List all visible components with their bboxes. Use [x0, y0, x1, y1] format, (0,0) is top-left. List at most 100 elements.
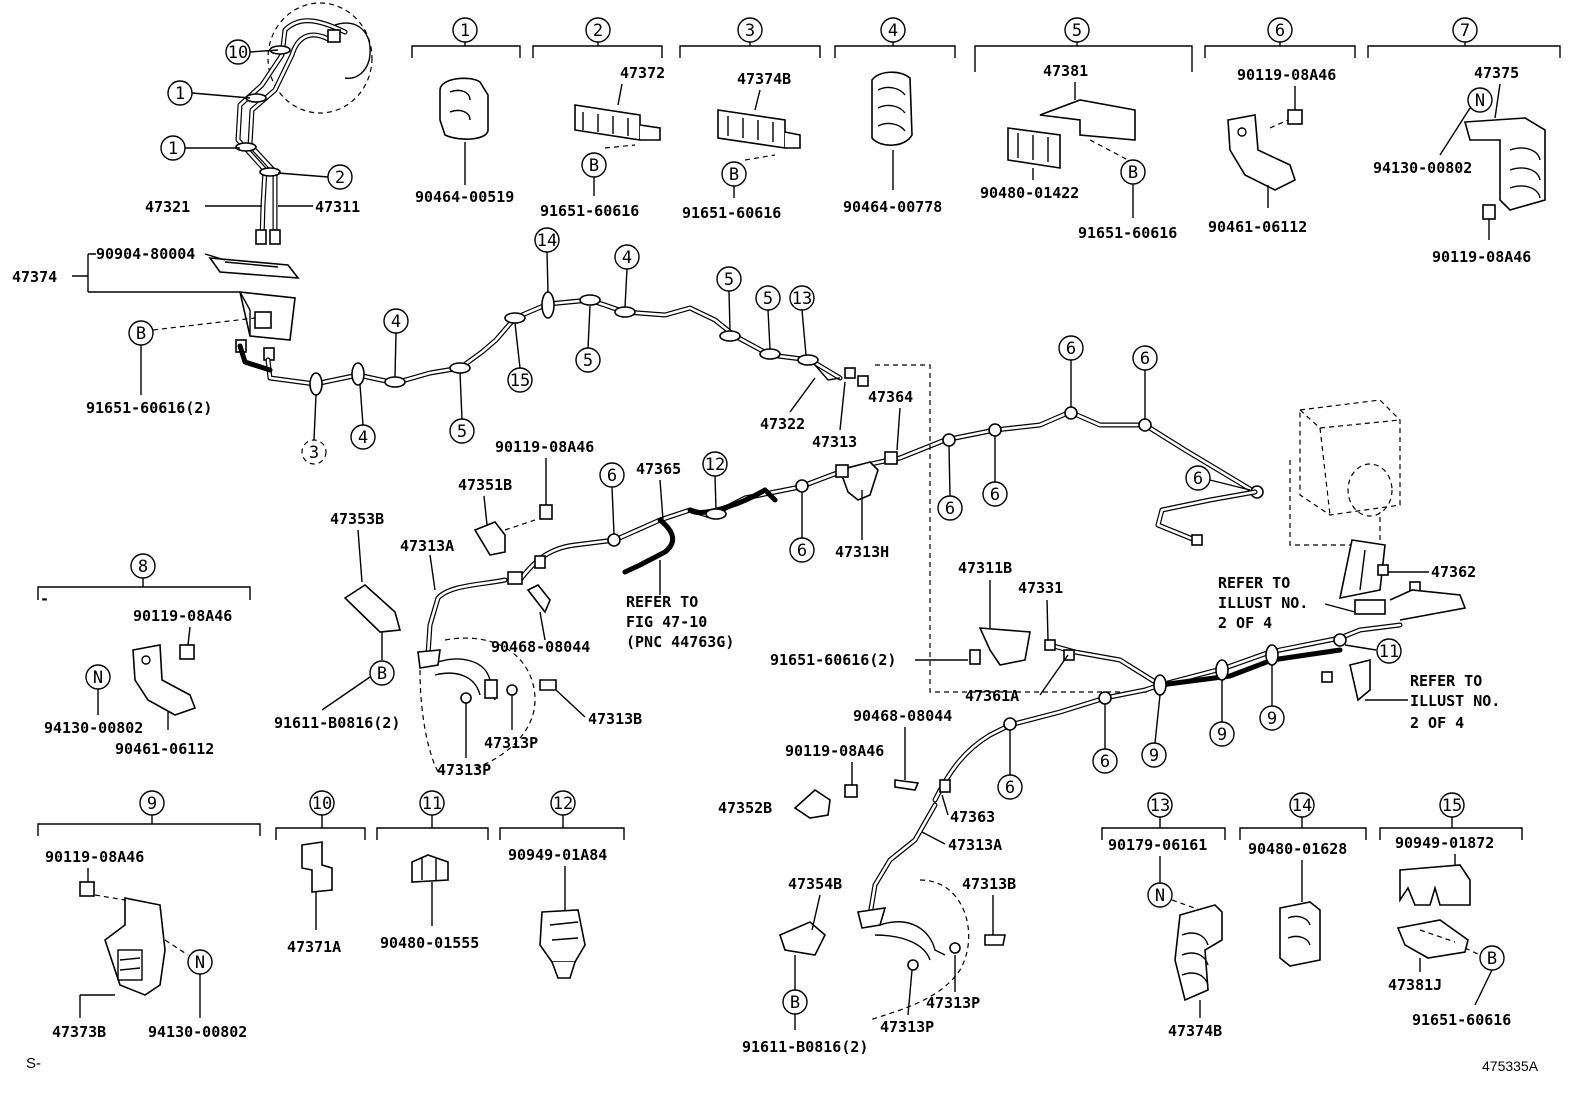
legend-group-2: 2 47372 B 91651-60616: [532, 17, 665, 220]
label-47311B: 47311B: [958, 559, 1012, 577]
callout-4-main-a: 4: [350, 384, 376, 450]
label-47352B: 47352B: [718, 799, 772, 817]
svg-text:4: 4: [358, 428, 368, 448]
svg-text:B: B: [136, 324, 146, 344]
label-90468-08044-right: 90468-08044: [853, 707, 952, 725]
svg-text:14: 14: [1292, 796, 1312, 816]
callout-4-main-c: 4: [614, 244, 640, 308]
label-47374: 47374: [12, 268, 57, 286]
label-47313B: 47313B: [588, 710, 642, 728]
label-47313A: 47313A: [400, 537, 454, 555]
svg-text:B: B: [589, 156, 599, 176]
svg-text:2: 2: [593, 21, 603, 41]
callout-9-right-b: 9: [1209, 680, 1235, 747]
svg-text:6: 6: [1066, 339, 1076, 359]
figure-id: 475335A: [1482, 1058, 1539, 1074]
svg-text:5: 5: [1072, 21, 1082, 41]
svg-text:6: 6: [1140, 349, 1150, 369]
legend-group-13: 13 90179-06161 N 47374B: [1101, 792, 1226, 1040]
svg-text:3: 3: [309, 443, 319, 463]
callout-15-main: 15: [507, 322, 533, 393]
svg-text:6: 6: [990, 485, 1000, 505]
svg-text:3: 3: [745, 21, 755, 41]
svg-text:10: 10: [228, 43, 248, 63]
svg-text:6: 6: [1193, 469, 1203, 489]
callout-5-main-a: 5: [449, 372, 475, 444]
svg-text:4: 4: [888, 21, 898, 41]
svg-text:90464-00778: 90464-00778: [843, 198, 942, 216]
bracket-47374: [208, 257, 300, 361]
callout-b-right: B: [782, 955, 808, 1030]
svg-text:6: 6: [945, 499, 955, 519]
callout-3-main: 3: [301, 394, 327, 465]
svg-text:N: N: [1155, 886, 1165, 906]
legend-group-10: 10 47371A: [275, 790, 366, 956]
svg-text:5: 5: [724, 270, 734, 290]
legend-group-14: 14 90480-01628: [1239, 792, 1367, 967]
svg-text:5: 5: [457, 422, 467, 442]
svg-text:90480-01555: 90480-01555: [380, 934, 479, 952]
label-47313P-b: 47313P: [437, 761, 491, 779]
label-47361A: 47361A: [965, 687, 1019, 705]
label-47313: 47313: [812, 433, 857, 451]
right-brake-line: [932, 622, 1403, 803]
svg-text:90464-00519: 90464-00519: [415, 188, 514, 206]
svg-text:90179-06161: 90179-06161: [1108, 836, 1207, 854]
callout-5-main-b: 5: [575, 305, 601, 373]
label-91611-B0816-2: 91611-B0816(2): [274, 714, 400, 732]
legend-group-11: 11 90480-01555: [376, 790, 489, 952]
label-47313P-c: 47313P: [926, 994, 980, 1012]
refer-illust-b: REFER TO ILLUST NO. 2 OF 4: [1365, 672, 1500, 732]
label-47311: 47311: [315, 198, 360, 216]
callout-9-right-c: 9: [1259, 665, 1285, 731]
label-47313P-a: 47313P: [484, 734, 538, 752]
svg-text:ILLUST NO.: ILLUST NO.: [1410, 692, 1500, 710]
svg-text:91651-60616: 91651-60616: [1412, 1011, 1511, 1029]
label-91651-60616-2-right: 91651-60616(2): [770, 651, 896, 669]
legend-group-15: 15 90949-01872 B 47381J 91651-60616: [1379, 792, 1523, 1029]
refer-fig-note: REFER TO FIG 47-10 (PNC 44763G): [626, 560, 734, 651]
label-47351B: 47351B: [458, 476, 512, 494]
svg-text:6: 6: [1005, 778, 1015, 798]
svg-text:94130-00802: 94130-00802: [148, 1023, 247, 1041]
svg-text:47372: 47372: [620, 64, 665, 82]
svg-text:5: 5: [763, 289, 773, 309]
svg-text:11: 11: [422, 794, 442, 814]
callout-6-right-b: 6: [997, 730, 1023, 800]
svg-text:2 OF 4: 2 OF 4: [1410, 714, 1464, 732]
footer-left-mark: S-: [26, 1055, 41, 1072]
svg-text:6: 6: [797, 541, 807, 561]
svg-text:9: 9: [1217, 725, 1227, 745]
flex-hose-right: [779, 802, 1006, 1021]
abs-actuator: [1155, 399, 1467, 621]
label-47313B-right: 47313B: [962, 875, 1016, 893]
svg-text:90949-01A84: 90949-01A84: [508, 846, 607, 864]
callout-10-top: 10: [225, 39, 279, 65]
svg-text:47373B: 47373B: [52, 1023, 106, 1041]
label-91611-B0816-2-right: 91611-B0816(2): [742, 1038, 868, 1056]
svg-text:6: 6: [607, 466, 617, 486]
svg-text:N: N: [195, 953, 205, 973]
svg-text:90949-01872: 90949-01872: [1395, 834, 1494, 852]
label-90119-08A46-right: 90119-08A46: [785, 742, 884, 760]
callout-6-center-b: 6: [789, 492, 815, 563]
svg-text:N: N: [93, 668, 103, 688]
svg-text:90119-08A46: 90119-08A46: [133, 607, 232, 625]
label-47354B: 47354B: [788, 875, 842, 893]
label-47365: 47365: [636, 460, 681, 478]
svg-text:6: 6: [1275, 21, 1285, 41]
svg-text:12: 12: [705, 455, 725, 475]
svg-text:ILLUST NO.: ILLUST NO.: [1218, 594, 1308, 612]
label-47364: 47364: [868, 388, 913, 406]
svg-text:47381: 47381: [1043, 62, 1088, 80]
svg-text:12: 12: [553, 794, 573, 814]
svg-text:47371A: 47371A: [287, 938, 341, 956]
svg-text:91651-60616: 91651-60616: [1078, 224, 1177, 242]
label-90904-80004: 90904-80004: [96, 245, 195, 263]
svg-text:90119-08A46: 90119-08A46: [45, 848, 144, 866]
callout-2-top: 2: [277, 164, 353, 190]
label-47362: 47362: [1431, 563, 1476, 581]
svg-text:6: 6: [1100, 752, 1110, 772]
svg-text:47374B: 47374B: [1168, 1022, 1222, 1040]
label-47353B: 47353B: [330, 510, 384, 528]
